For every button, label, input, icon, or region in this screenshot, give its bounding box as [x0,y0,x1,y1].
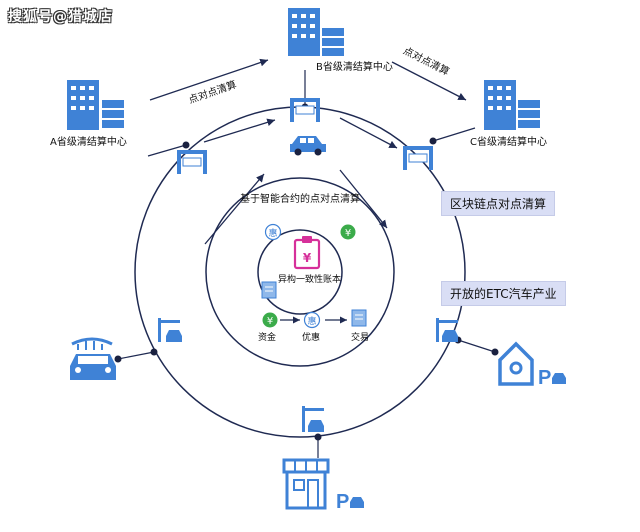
svg-text:惠: 惠 [268,227,277,239]
store-parking-icon: P [282,458,364,513]
dot-store [314,433,322,441]
middle-ring-title: 基于智能合约的点对点清算 [240,194,360,205]
parking-gate-icon [436,318,458,342]
watermark: 搜狐号@猎城店 [8,9,113,25]
tag-etc-industry: 开放的ETC汽车产业 [441,281,566,306]
svg-text:¥: ¥ [303,251,312,265]
parking-gate-icon [158,318,182,342]
flow-discount-icon: 惠 [303,311,321,329]
connector-c [432,127,476,142]
car-wash-icon [70,337,116,380]
arrow-a-to-b [149,58,269,101]
flow-fund-icon: ¥ [262,312,278,328]
svg-text:¥: ¥ [267,316,273,327]
yuan-coin-icon: ¥ [340,224,356,240]
arrow-left-diagonal [204,173,265,245]
tag-blockchain: 区块链点对点清算 [441,191,556,216]
etc-gate-icon [177,150,207,174]
inner-ring [257,229,343,315]
dot-c [429,137,437,145]
flow-step-discount: 优惠 [302,333,321,343]
svg-text:P: P [336,491,349,513]
etc-gate-icon [403,146,433,170]
arrow-b-to-c [391,61,467,101]
flow-trade-icon [351,309,367,327]
document-icon [261,281,277,299]
building-b-icon [288,8,344,56]
parking-gate-icon [302,406,324,432]
arrow-inner-right [339,117,398,149]
discount-icon: 惠 [264,223,282,241]
dot-parking-right [491,348,499,356]
car-icon [290,136,326,156]
dot-ring-left [150,348,158,356]
ledger-icon: ¥ [293,236,321,270]
flow-step-fund: 资金 [258,333,277,343]
node-a-label: A省级清结算中心 [50,137,127,148]
arrow-inner-left [203,118,276,143]
node-c-label: C省级清结算中心 [470,137,547,148]
connector-carwash [117,351,155,360]
svg-text:惠: 惠 [307,315,316,327]
connector-a [147,144,187,157]
node-b-label: B省级清结算中心 [316,62,393,73]
flow-step-trade: 交易 [351,333,370,343]
svg-text:P: P [538,367,551,389]
dot-carwash [114,355,122,363]
middle-ring [205,177,395,367]
ledger-label: 异构一致性账本 [278,275,342,285]
connector-parking-right [457,339,496,353]
arrow-right-diagonal [339,169,388,229]
building-c-icon [484,80,540,130]
dot-a [182,141,190,149]
etc-gate-icon [290,98,320,122]
home-parking-icon: P [498,341,566,389]
building-a-icon [67,80,124,130]
svg-text:¥: ¥ [345,228,351,239]
